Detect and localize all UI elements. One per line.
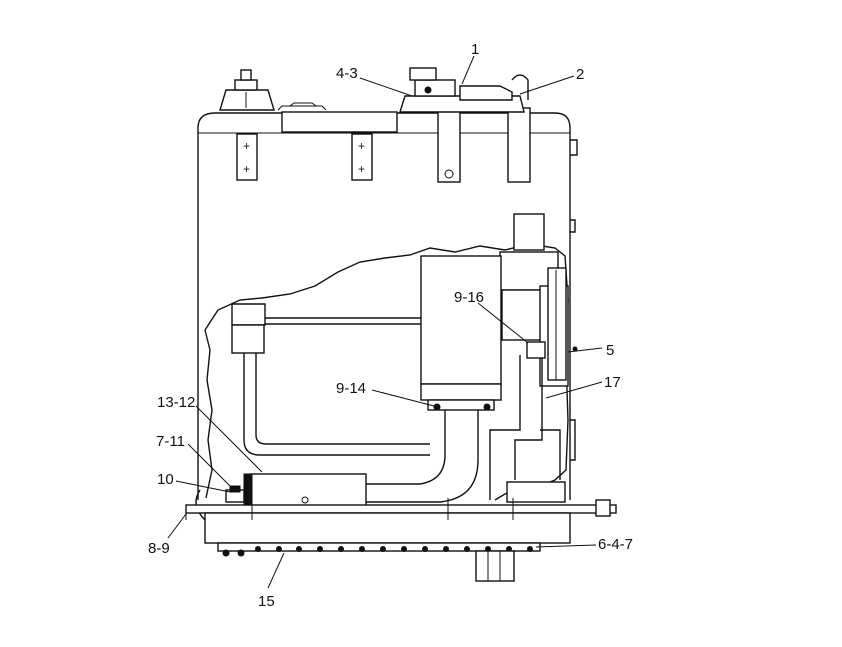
callout-17: 17 [604,374,621,391]
bottom-flange [185,498,617,544]
svg-text:+: + [243,162,250,176]
svg-text:+: + [358,139,365,153]
callout-13-12: 13-12 [157,394,195,411]
svg-text:+: + [243,139,250,153]
filler-cap [219,69,327,111]
callout-10: 10 [157,471,174,488]
cutaway-edge [204,243,569,501]
callout-6-4-7: 6-4-7 [598,536,633,553]
suction-tube [231,303,430,456]
right-pipe [489,341,566,503]
bolt-row [217,542,541,582]
callout-9-16: 9-16 [454,289,484,306]
callout-15: 15 [258,593,275,610]
svg-text:+: + [358,162,365,176]
bracket-middle: + + [351,133,373,181]
right-module [499,213,578,387]
callout-7-11: 7-11 [156,433,185,450]
center-plate [420,255,502,411]
sender-unit [399,67,529,113]
callout-labels: 1 4-3 2 9-16 5 9-14 17 13-12 7-11 10 8-9… [148,41,633,610]
callout-8-9: 8-9 [148,540,170,557]
callout-9-14: 9-14 [336,380,366,397]
strainer [243,473,367,507]
bracket-right [437,99,531,183]
bracket-left: + + [236,133,258,181]
callout-4-3: 4-3 [336,65,358,82]
return-pipe [366,410,479,503]
leader-lines [167,55,603,589]
housing [197,111,578,500]
callout-5: 5 [606,342,614,359]
callout-2: 2 [576,66,584,83]
callout-1: 1 [471,41,479,58]
